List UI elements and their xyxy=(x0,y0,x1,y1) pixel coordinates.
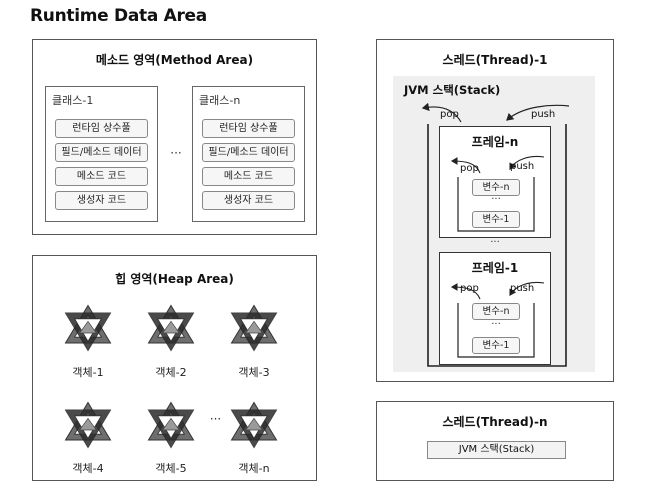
constructor-code: 생성자 코드 xyxy=(55,191,148,210)
class-title: 클래스-n xyxy=(199,94,241,107)
object-label: 객체-2 xyxy=(155,366,187,379)
frame-1-push-label: push xyxy=(510,283,535,294)
object-icon xyxy=(147,401,195,449)
stack-arrows xyxy=(421,102,570,123)
variable-n: 변수-n xyxy=(472,303,520,320)
runtime-constant-pool: 런타임 상수풀 xyxy=(202,119,295,138)
method-area-ellipsis: ··· xyxy=(170,146,182,160)
class-box-1: 클래스-1 런타임 상수풀 필드/메소드 데이터 메소드 코드 생성자 코드 xyxy=(45,86,158,222)
frame-n-arrows xyxy=(450,155,545,174)
variable-1: 변수-1 xyxy=(472,337,520,354)
field-method-data: 필드/메소드 데이터 xyxy=(202,143,295,162)
class-box-n: 클래스-n 런타임 상수풀 필드/메소드 데이터 메소드 코드 생성자 코드 xyxy=(192,86,305,222)
method-area-panel: 메소드 영역(Method Area) 클래스-1 런타임 상수풀 필드/메소드… xyxy=(32,39,317,235)
constructor-code: 생성자 코드 xyxy=(202,191,295,210)
heap-area-panel: 힙 영역(Heap Area) 객체-1 객체-2 객체-3 객체-4 객체-5… xyxy=(32,255,317,481)
frame-n-title: 프레임-n xyxy=(471,135,519,149)
object-icon xyxy=(230,401,278,449)
variable-n: 변수-n xyxy=(472,179,520,196)
thread-1-title: 스레드(Thread)-1 xyxy=(442,53,548,67)
field-method-data: 필드/메소드 데이터 xyxy=(55,143,148,162)
runtime-constant-pool: 런타임 상수풀 xyxy=(55,119,148,138)
frame-n-container xyxy=(457,177,535,232)
frame-n-push-label: push xyxy=(510,161,535,172)
heap-area-title: 힙 영역(Heap Area) xyxy=(115,272,234,286)
object-label: 객체-3 xyxy=(238,366,270,379)
class-title: 클래스-1 xyxy=(52,94,94,107)
frame-n-pop-label: pop xyxy=(460,163,479,174)
object-icon xyxy=(64,401,112,449)
object-icon xyxy=(147,304,195,352)
frame-1-container xyxy=(457,303,535,358)
frame-1-arrows xyxy=(450,281,545,300)
frame-1-ellipsis: ··· xyxy=(491,319,501,330)
object-label: 객체-4 xyxy=(72,462,104,475)
thread-n-panel: 스레드(Thread)-n JVM 스택(Stack) xyxy=(376,401,614,481)
method-area-title: 메소드 영역(Method Area) xyxy=(95,53,254,67)
thread-1-panel: 스레드(Thread)-1 JVM 스택(Stack) pop push 프레임… xyxy=(376,39,614,382)
frame-n-box: 프레임-n pop push 변수-n ··· 변수-1 xyxy=(439,126,551,238)
stack-push-label: push xyxy=(531,109,556,120)
frames-ellipsis: ··· xyxy=(490,237,500,248)
thread-n-title: 스레드(Thread)-n xyxy=(442,415,548,429)
object-label: 객체-5 xyxy=(155,462,187,475)
heap-ellipsis: ··· xyxy=(209,412,222,426)
object-label: 객체-1 xyxy=(72,366,104,379)
method-code: 메소드 코드 xyxy=(202,167,295,186)
page-title: Runtime Data Area xyxy=(30,6,207,26)
object-icon xyxy=(230,304,278,352)
frame-1-title: 프레임-1 xyxy=(471,261,519,275)
frame-n-ellipsis: ··· xyxy=(491,194,501,205)
thread-n-stack: JVM 스택(Stack) xyxy=(427,441,566,459)
object-icon xyxy=(64,304,112,352)
stack-container xyxy=(427,124,567,367)
stack-pop-label: pop xyxy=(440,109,459,120)
method-code: 메소드 코드 xyxy=(55,167,148,186)
object-label: 객체-n xyxy=(238,462,270,475)
frame-1-box: 프레임-1 pop push 변수-n ··· 변수-1 xyxy=(439,252,551,365)
variable-1: 변수-1 xyxy=(472,211,520,228)
frame-1-pop-label: pop xyxy=(460,283,479,294)
jvm-stack-title: JVM 스택(Stack) xyxy=(404,83,501,97)
